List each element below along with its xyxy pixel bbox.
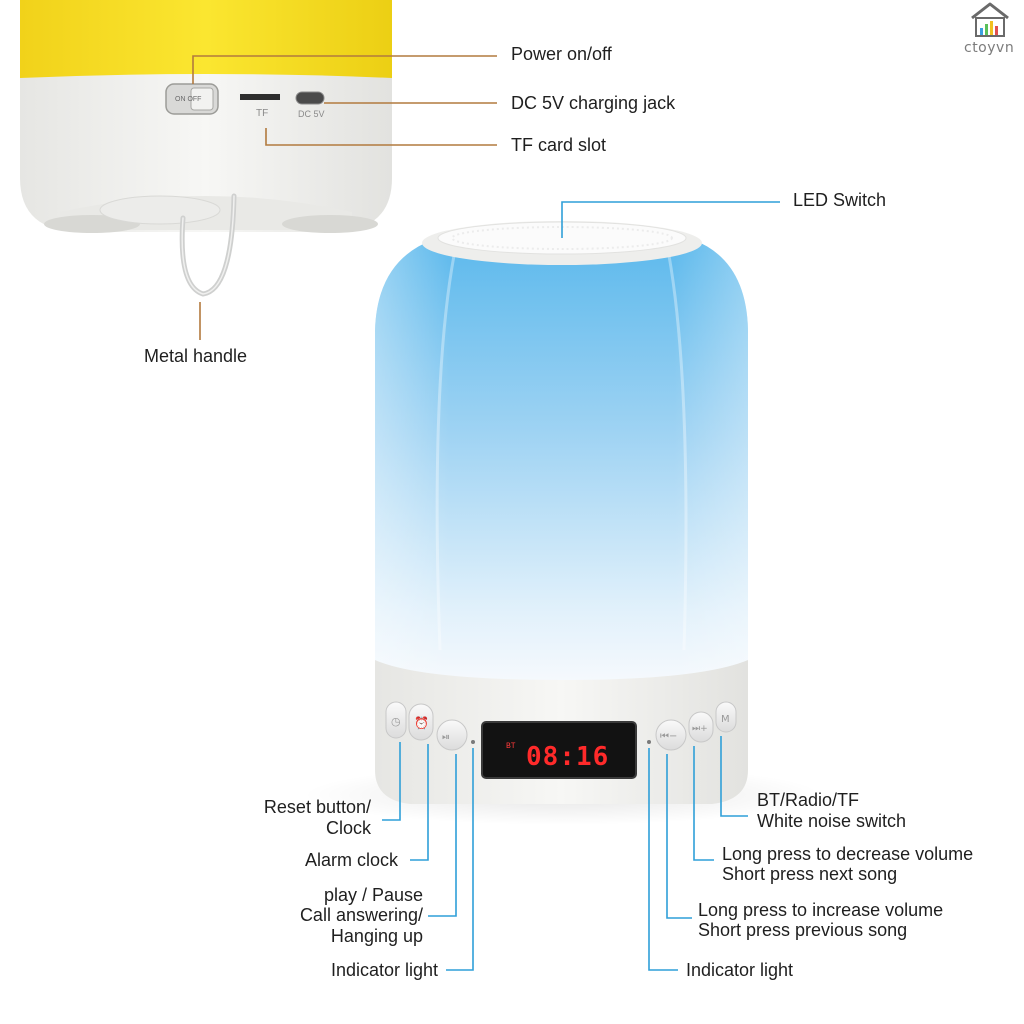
callout-alarm [410, 744, 429, 861]
reset-clock-icon: ◷ [391, 715, 401, 728]
label-metal-handle: Metal handle [144, 346, 248, 366]
callout-power [192, 55, 497, 84]
callout-indicator-left [446, 748, 474, 971]
callout-led-switch [561, 201, 780, 238]
lamp-callouts [382, 201, 780, 971]
tf-slot-text: TF [256, 108, 268, 119]
label-tf-slot: TF card slot [511, 135, 607, 155]
next-song-icon: ⏭+ [692, 724, 708, 734]
bottom-view-detail: ON OFF TF DC 5V [20, 0, 392, 297]
lamp-shade-crease-right [666, 249, 688, 651]
label-prev-line1: Long press to increase volume [698, 900, 944, 920]
brand-name: ctoyvn [964, 40, 1015, 56]
label-next-line2: Short press next song [722, 864, 898, 884]
previous-song-icon: ⏮− [660, 731, 677, 742]
white-base-ring [20, 74, 392, 232]
label-alarm: Alarm clock [304, 850, 398, 870]
lamp-shade-crease-left [435, 249, 457, 651]
label-indicator-left: Indicator light [330, 960, 438, 980]
yellow-shade [20, 0, 392, 82]
label-play-line3: Hanging up [330, 926, 423, 946]
label-dc-jack: DC 5V charging jack [511, 93, 676, 113]
led-display [481, 721, 637, 779]
label-led-switch: LED Switch [793, 190, 887, 210]
next-volume-down-button[interactable] [688, 711, 714, 743]
mode-switch-button[interactable] [715, 701, 737, 733]
play-pause-button[interactable] [436, 719, 468, 751]
label-play-line1: play / Pause [323, 885, 423, 905]
label-mode-line1: BT/Radio/TF [757, 790, 860, 810]
callout-play [428, 754, 457, 917]
house-equalizer-logo-icon [971, 2, 1009, 37]
label-power: Power on/off [511, 44, 612, 64]
led-switch-texture [451, 226, 673, 250]
dc-charging-jack[interactable] [295, 91, 325, 105]
tf-card-slot[interactable] [240, 94, 280, 100]
power-switch-text: ON OFF [175, 96, 201, 103]
label-play-line2: Call answering/ [299, 905, 423, 925]
indicator-light-right [647, 740, 651, 744]
display-time: 08:16 [526, 742, 609, 772]
callout-reset [382, 742, 401, 821]
callout-mode [720, 736, 748, 817]
dc-jack-text: DC 5V [298, 109, 325, 119]
label-indicator-right: Indicator light [686, 960, 794, 980]
play-pause-icon: ⏯ [442, 732, 450, 743]
power-switch-slider [190, 87, 214, 111]
alarm-clock-icon: ⏰ [414, 715, 429, 730]
label-mode-line2: White noise switch [757, 811, 907, 831]
lamp-shade-sheen [375, 232, 748, 680]
label-next-line1: Long press to decrease volume [722, 844, 974, 864]
callout-indicator-right [648, 748, 678, 971]
label-reset-line1: Reset button/ [263, 797, 371, 817]
display-bt-text: BT [506, 742, 516, 751]
mode-switch-icon: M [721, 714, 730, 725]
alarm-clock-button[interactable] [408, 703, 434, 741]
bottom-center-recess [99, 195, 221, 225]
label-reset-line2: Clock [325, 818, 371, 838]
callout-next [693, 746, 714, 861]
callout-prev [666, 754, 692, 919]
control-panel: ◷ ⏰ ⏯ BT 08:16 ⏮− ⏭+ M [385, 701, 737, 779]
previous-volume-up-button[interactable] [655, 719, 687, 751]
top-callouts [192, 55, 497, 340]
bottom-foot-right [282, 215, 378, 233]
label-prev-line2: Short press previous song [698, 920, 908, 940]
reset-clock-button[interactable] [385, 701, 407, 739]
callout-tf [265, 128, 497, 146]
metal-handle-highlight [181, 195, 235, 295]
indicator-light-left [471, 740, 475, 744]
